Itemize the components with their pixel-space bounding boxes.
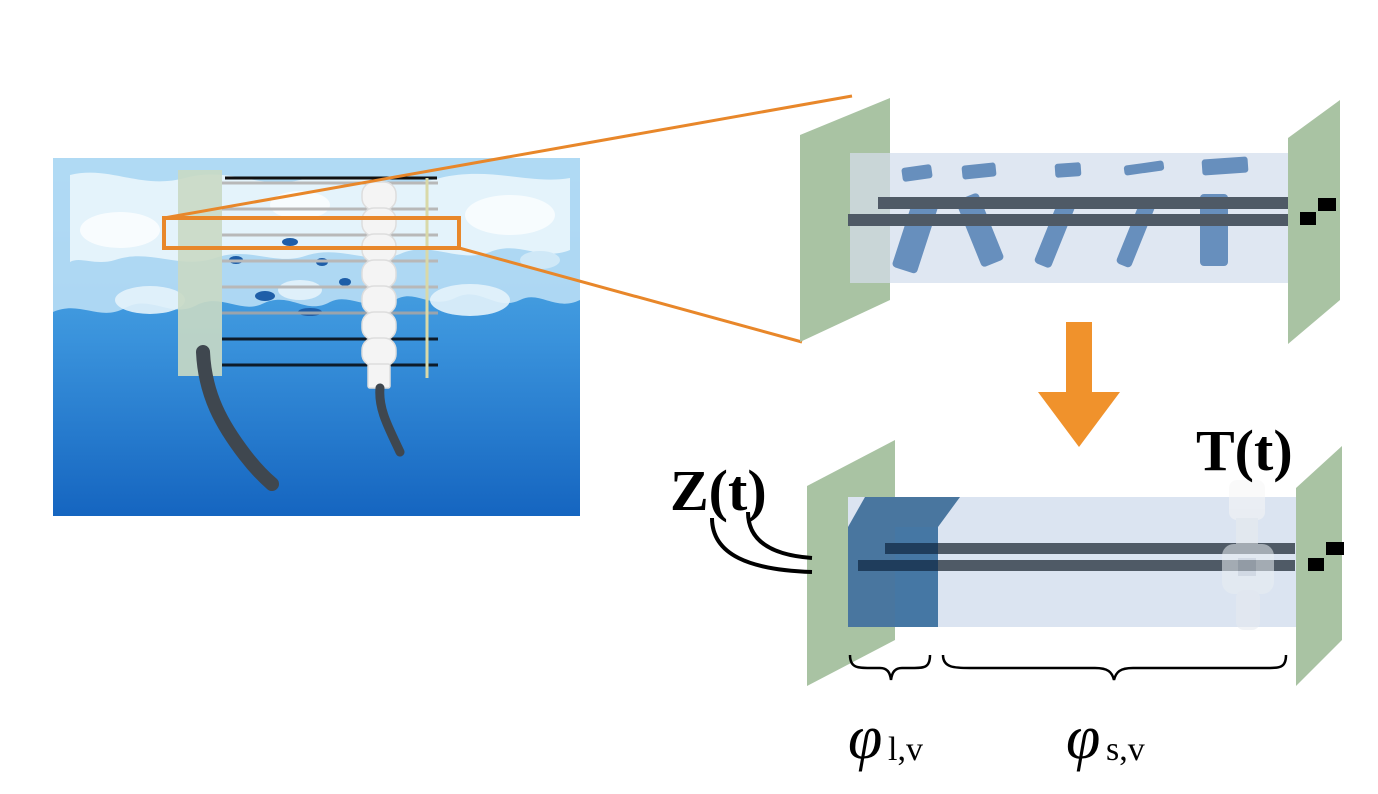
- overview-illustration: [53, 158, 580, 516]
- zoomed-channel-top: [800, 98, 1340, 344]
- label-phi-solid-subscript: s,v: [1106, 731, 1145, 768]
- label-phi-solid: φ: [1066, 704, 1100, 772]
- model-rod-lower: [858, 560, 1295, 571]
- temperature-sensor-model: [1222, 480, 1274, 630]
- brace-phi-solid: [941, 654, 1288, 681]
- label-phi-liquid-subscript: l,v: [888, 731, 923, 768]
- left-probe-cable: [196, 345, 279, 491]
- sensor-wires: [222, 176, 438, 378]
- left-probe-plate: [178, 170, 222, 376]
- model-connector-pins: [1308, 542, 1344, 571]
- label-z-of-t: Z(t): [670, 458, 767, 523]
- sensor-rod-lower: [848, 214, 1288, 226]
- label-phi-liquid: φ: [848, 704, 882, 772]
- zoom-highlight-box: [162, 216, 461, 250]
- z-signal-curves: [710, 511, 813, 574]
- temperature-sensor-chain: [361, 181, 397, 389]
- label-t-of-t: T(t): [1196, 418, 1293, 483]
- sensor-rod-upper: [878, 197, 1288, 209]
- connector-pins: [1300, 198, 1336, 225]
- model-rod-upper: [885, 543, 1295, 554]
- zoom-connector-lines: [163, 94, 853, 344]
- model-channel-bottom: [710, 440, 1344, 686]
- process-arrow-down: [1038, 322, 1120, 447]
- liquid-volume-region: [848, 497, 960, 527]
- brace-phi-liquid: [848, 654, 932, 681]
- sensor-chain-cable: [375, 383, 405, 457]
